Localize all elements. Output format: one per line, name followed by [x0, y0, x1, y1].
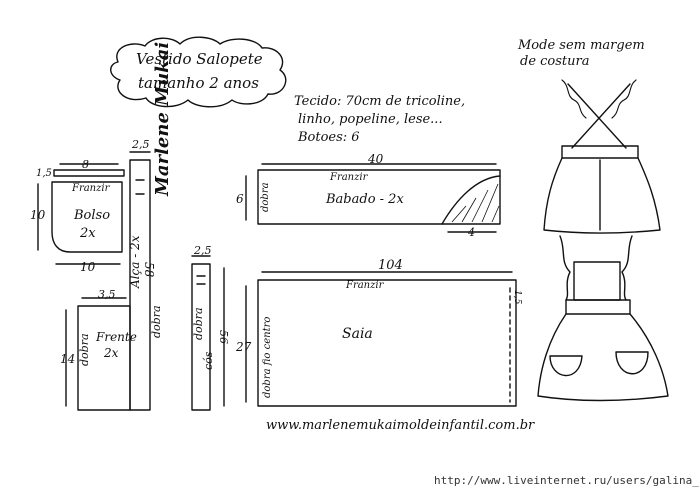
saia-gather: Franzir: [346, 280, 384, 291]
bolso-strip-height: 1,5: [36, 168, 52, 179]
website-label: www.marlenemukaimoldeinfantil.com.br: [266, 418, 535, 433]
babado-length: 40: [368, 152, 384, 166]
babado-curve-size: 4: [468, 226, 475, 239]
buttons-note: Botoes: 6: [298, 130, 360, 145]
babado-gather: Franzir: [330, 172, 368, 183]
frente-qty: 2x: [104, 346, 119, 360]
babado-curve: [441, 175, 501, 225]
bolso-gather-label: Franzir: [72, 183, 110, 194]
alca-name: Alça - 2x: [128, 235, 142, 288]
saia-piece: [257, 279, 517, 407]
seam-note-2: de costura: [520, 54, 590, 69]
babado-height: 6: [236, 192, 244, 206]
frente-name: Frente: [96, 330, 137, 344]
babado-piece: [257, 169, 501, 225]
bolso-piece: [51, 181, 123, 253]
alca-length: 58: [142, 262, 156, 278]
tira-fold: dobra: [192, 307, 205, 340]
bolso-height: 10: [30, 208, 46, 222]
fabric-note-2: linho, popeline, lese...: [298, 112, 443, 127]
watermark-url: http://www.liveinternet.ru/users/galina_…: [434, 474, 699, 487]
frente-height: 14: [60, 352, 76, 366]
alca-piece: [129, 159, 151, 411]
frente-width: 3,5: [98, 288, 116, 301]
tira-length: 56: [217, 330, 230, 344]
bolso-strip: [53, 169, 125, 177]
seam-note-1: Mode sem margem: [518, 38, 645, 53]
dress-back-sketch: [543, 79, 661, 234]
tira-width: 2,5: [194, 244, 212, 257]
tira-piece: [191, 263, 211, 411]
title-line-1: Vestido Salopete: [136, 50, 263, 68]
frente-fold: dobra: [78, 333, 91, 366]
bolso-width: 10: [80, 260, 96, 274]
saia-height: 27: [236, 340, 252, 354]
bolso-strip-len: 8: [82, 158, 89, 171]
bolso-qty: 2x: [80, 226, 96, 241]
babado-hatch: [451, 183, 500, 223]
saia-right: 1,5: [512, 290, 522, 305]
alca-width: 2,5: [132, 138, 150, 151]
title-line-2: tamanho 2 anos: [138, 74, 259, 92]
dress-front-sketch: [537, 235, 669, 402]
saia-fold-label: dobra fio centro: [262, 316, 273, 398]
tira-cos: cós: [202, 351, 215, 370]
alca-fold: dobra: [150, 305, 163, 338]
babado-name: Babado - 2x: [326, 192, 404, 207]
saia-length: 104: [378, 258, 403, 273]
fabric-note-1: Tecido: 70cm de tricoline,: [294, 94, 466, 109]
title-cloud: [110, 36, 287, 108]
bolso-name: Bolso: [74, 208, 111, 223]
babado-fold: dobra: [260, 182, 271, 212]
saia-name: Saia: [342, 326, 373, 342]
frente-piece: [77, 305, 131, 411]
signature: Marlene Mukai: [152, 41, 173, 196]
